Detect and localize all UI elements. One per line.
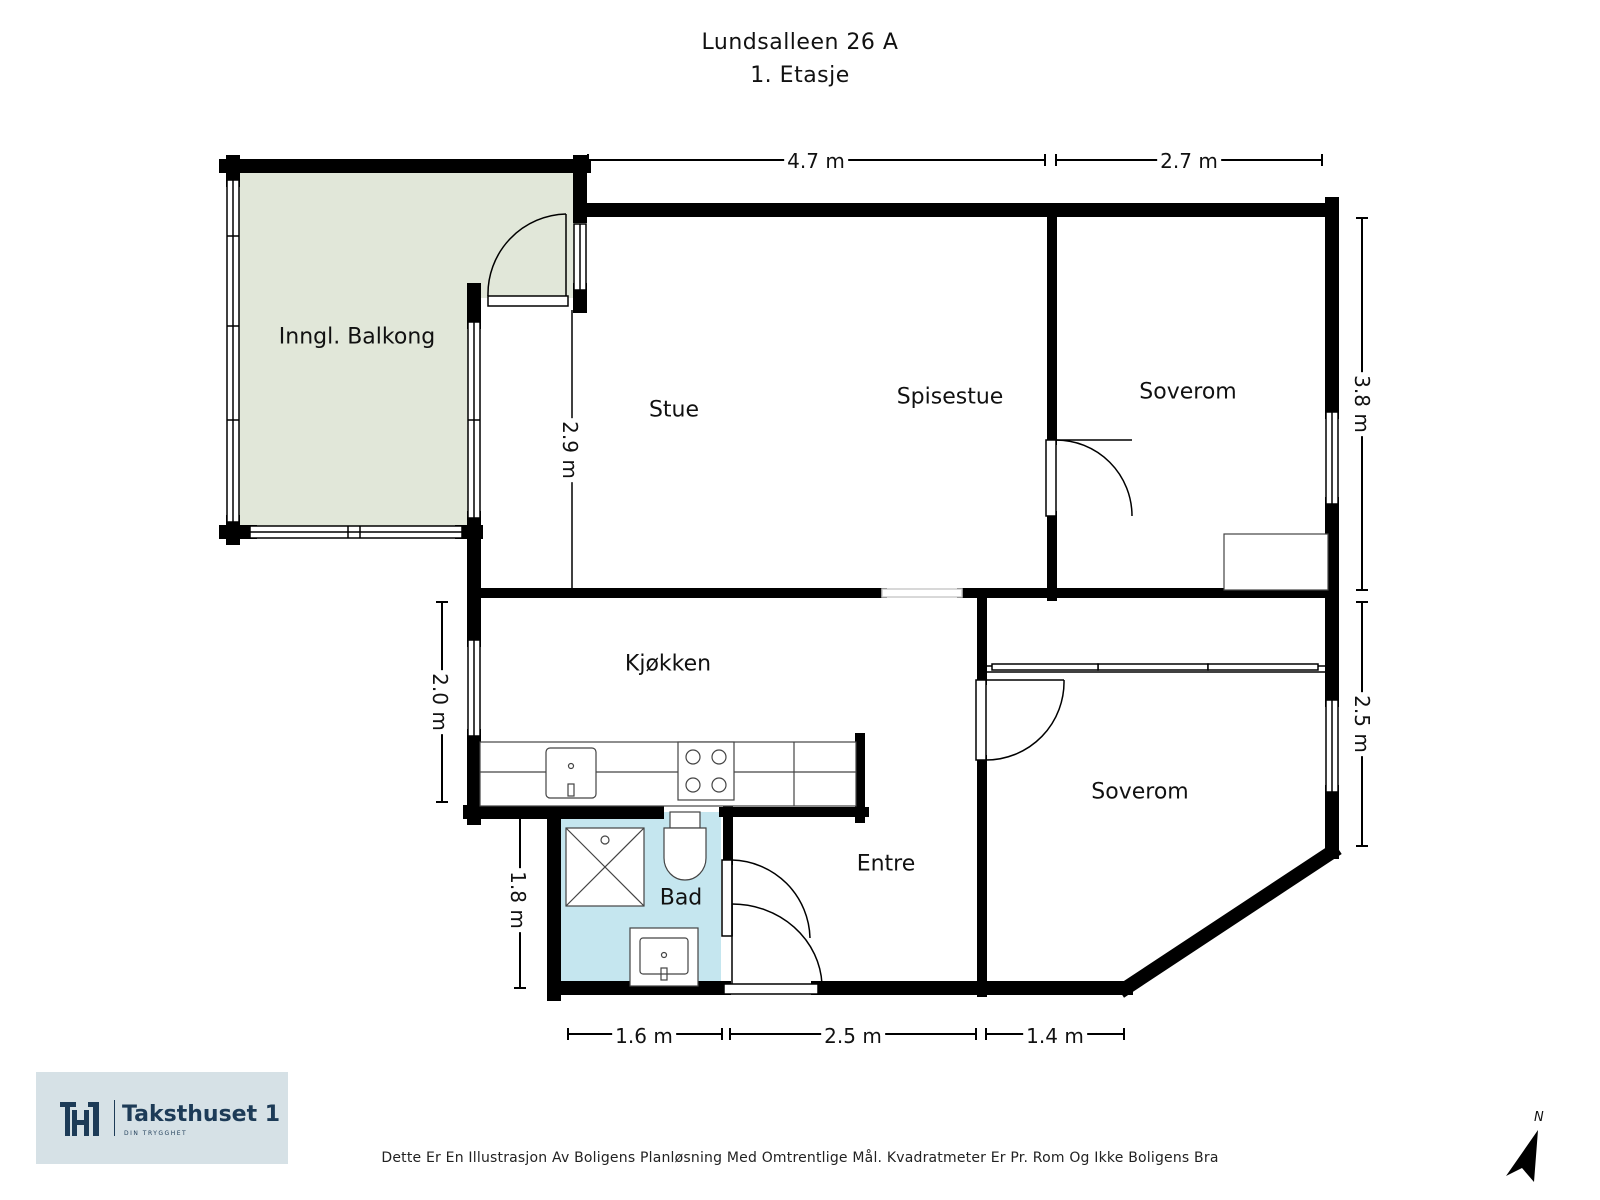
company-logo: Taksthuset 1 DIN TRYGGHET [36,1072,288,1164]
dimension-living-height: 2.9 m [558,418,582,482]
room-label-living: Stue [648,397,700,423]
logo-slogan: DIN TRYGGHET [124,1130,188,1137]
logo-separator [114,1100,115,1136]
dimension-top-right: 2.7 m [1157,149,1221,173]
room-label-kitchen: Kjøkken [624,651,712,677]
dimension-right-upper: 3.8 m [1350,372,1374,436]
doors [487,213,1326,995]
disclaimer-text: Dette Er En Illustrasjon Av Boligens Pla… [381,1150,1219,1166]
plan-title-floor: 1. Etasje [750,63,850,88]
dimension-bottom-bath: 1.6 m [612,1024,676,1048]
room-label-bedroom-2: Soverom [1091,779,1189,805]
balcony-floor [233,168,580,532]
dimension-bath-height: 1.8 m [506,868,530,932]
north-arrow-icon [1506,1130,1538,1182]
windows [226,179,1339,793]
plan-title-address: Lundsalleen 26 A [701,30,899,55]
logo-mark-icon [60,1102,99,1136]
dimension-right-lower: 2.5 m [1350,692,1374,756]
dimension-bottom-bedroom: 1.4 m [1023,1024,1087,1048]
room-label-balcony: Inngl. Balkong [278,324,436,350]
logo-name: Taksthuset 1 [122,1102,281,1127]
room-label-entrance: Entre [856,851,916,877]
room-label-bathroom: Bad [659,885,703,911]
dimension-bottom-entrance: 2.5 m [821,1024,885,1048]
north-label: N [1534,1110,1544,1125]
dimension-kitchen-height: 2.0 m [428,670,452,734]
room-label-dining: Spisestue [896,384,1004,410]
fixtures [479,533,1329,987]
dimension-top-left: 4.7 m [784,149,848,173]
room-label-bedroom-1: Soverom [1139,379,1237,405]
